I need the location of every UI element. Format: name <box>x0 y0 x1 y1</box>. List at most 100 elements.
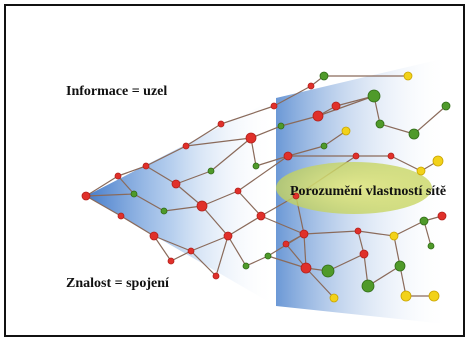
network-edge <box>317 95 375 117</box>
network-edge <box>163 205 203 212</box>
network-node-red <box>299 229 309 239</box>
network-node-red <box>283 151 293 161</box>
network-edge <box>175 183 203 207</box>
network-nodes <box>81 71 451 303</box>
network-edge <box>287 145 325 157</box>
network-node-yellow <box>432 155 444 167</box>
diagram-frame: Informace = uzel Znalost = spojení Poroz… <box>4 4 465 337</box>
knowledge-network-diagram <box>81 58 451 324</box>
network-node-green <box>408 128 420 140</box>
network-node-yellow <box>329 293 339 303</box>
network-node-green <box>441 101 451 111</box>
network-node-red <box>196 200 208 212</box>
network-node-red <box>167 257 175 265</box>
network-edge <box>237 155 289 192</box>
network-node-red <box>307 82 315 90</box>
network-edge <box>237 190 262 217</box>
network-edge <box>273 85 312 107</box>
network-edge <box>215 235 229 277</box>
network-edge <box>357 230 395 237</box>
network-node-green <box>130 190 138 198</box>
network-edge <box>153 235 172 262</box>
network-node-red <box>217 120 225 128</box>
network-node-yellow <box>416 166 426 176</box>
network-node-green <box>419 216 429 226</box>
network-node-red <box>234 187 242 195</box>
information-node-label: Informace = uzel <box>66 84 168 99</box>
network-node-red <box>256 211 266 221</box>
network-node-red <box>142 162 150 170</box>
network-edge <box>190 250 217 277</box>
network-edge <box>260 215 305 235</box>
network-edge <box>379 123 415 135</box>
network-edge <box>327 253 365 272</box>
network-edge <box>133 193 165 212</box>
network-edge <box>305 267 335 299</box>
network-node-green <box>242 262 250 270</box>
network-edge <box>413 105 447 135</box>
network-edge <box>393 220 425 237</box>
network-node-red <box>352 152 360 160</box>
network-edge <box>201 205 229 237</box>
network-node-red <box>270 102 278 110</box>
network-node-green <box>319 71 329 81</box>
network-node-red <box>149 231 159 241</box>
understanding-highlight <box>276 162 432 214</box>
network-node-yellow <box>428 290 440 302</box>
network-node-green <box>207 167 215 175</box>
network-edge <box>390 155 422 172</box>
network-node-green <box>160 207 168 215</box>
network-edge <box>227 235 247 267</box>
network-node-red <box>331 101 341 111</box>
network-edge <box>303 233 307 269</box>
network-node-red <box>182 142 190 150</box>
network-node-red <box>359 249 369 259</box>
network-node-red <box>312 110 324 122</box>
network-edge <box>120 215 155 237</box>
network-edge <box>185 123 222 147</box>
network-edge <box>190 235 229 252</box>
network-node-green <box>361 279 375 293</box>
network-node-green <box>394 260 406 272</box>
network-node-green <box>252 162 260 170</box>
network-edge <box>267 255 307 269</box>
network-node-yellow <box>400 290 412 302</box>
network-edge <box>280 115 319 127</box>
network-node-red <box>81 191 91 201</box>
network-edge <box>117 175 135 195</box>
network-edge <box>255 155 289 167</box>
network-node-red <box>187 247 195 255</box>
network-node-yellow <box>341 126 351 136</box>
network-edge <box>227 215 262 237</box>
network-node-red <box>292 192 300 200</box>
network-edge <box>175 170 212 185</box>
network-edge <box>85 193 135 197</box>
network-node-red <box>117 212 125 220</box>
network-edge <box>145 145 187 167</box>
network-node-red <box>245 132 257 144</box>
network-node-green <box>367 89 381 103</box>
network-node-yellow <box>389 231 399 241</box>
network-node-red <box>354 227 362 235</box>
network-node-red <box>387 152 395 160</box>
network-node-red <box>212 272 220 280</box>
network-edge <box>85 195 122 217</box>
network-node-red <box>282 240 290 248</box>
understanding-label: Porozumění vlastností sítě <box>290 184 447 199</box>
network-node-red <box>114 172 122 180</box>
network-node-green <box>427 242 435 250</box>
network-edge <box>85 175 119 197</box>
network-node-red <box>171 179 181 189</box>
network-node-red <box>300 262 312 274</box>
network-edge <box>210 137 252 172</box>
network-edge <box>170 250 192 262</box>
network-edge <box>303 230 359 235</box>
network-node-green <box>264 252 272 260</box>
network-node-green <box>321 264 335 278</box>
network-edge <box>245 255 269 267</box>
network-edge <box>220 105 275 125</box>
knowledge-link-label: Znalost = spojení <box>66 276 169 291</box>
network-edge <box>117 165 147 177</box>
network-node-green <box>320 142 328 150</box>
network-edge <box>185 137 252 147</box>
